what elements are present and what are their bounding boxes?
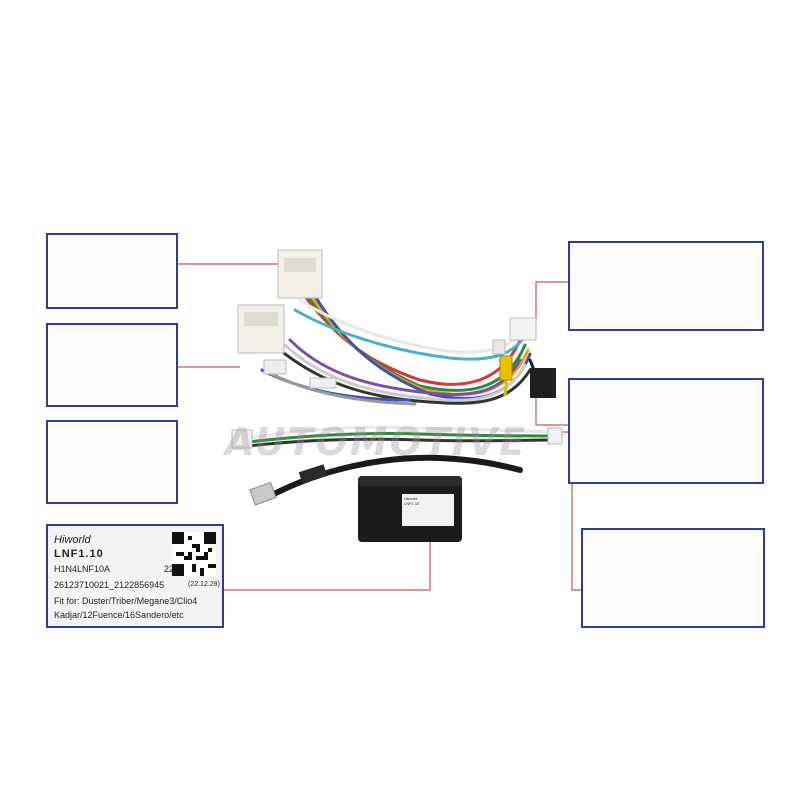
label-model: LNF1.10: [54, 548, 104, 560]
harness-connector-top: [277, 249, 323, 299]
connector-frame-4: [568, 241, 764, 331]
label-fit-line-1: Fit for: Duster/Triber/Megane3/Clio4: [54, 596, 198, 606]
mid-connector-right: [547, 427, 563, 445]
rca-yellow: [499, 355, 513, 381]
connector-frame-5: [568, 378, 764, 484]
module-model: LNF1.10: [404, 501, 420, 506]
qr-code-icon: [172, 532, 216, 576]
connector-frame-1: [46, 233, 178, 309]
watermark: AUTOMOTIVE: [225, 420, 528, 464]
harness-connector-black: [530, 368, 556, 398]
connector-frame-2: [46, 323, 178, 407]
harness-connector-small: [509, 317, 537, 341]
label-brand: Hiworld: [54, 534, 91, 546]
leader-line-5: [556, 431, 581, 591]
label-fit-line-2: Kadjar/12Fuence/16Sandero/etc: [54, 610, 184, 620]
mid-connector-left: [231, 429, 253, 449]
leader-line-6: [224, 520, 431, 591]
leader-line-3: [535, 281, 568, 325]
label-stamp: (22.12.28): [188, 581, 220, 588]
label-code: H1N4LNF10A: [54, 564, 111, 574]
connector-frame-6: [581, 528, 765, 628]
product-label: Hiworld LNF1.10 H1N4LNF10A 221026 261237…: [46, 524, 224, 628]
module-sticker: Hiworld LNF1.10: [402, 494, 454, 526]
module-brand: Hiworld: [404, 496, 418, 501]
connector-frame-3: [46, 420, 178, 504]
antenna-plug: [249, 481, 277, 506]
label-serial: 26123710021_2122856945: [54, 580, 165, 590]
